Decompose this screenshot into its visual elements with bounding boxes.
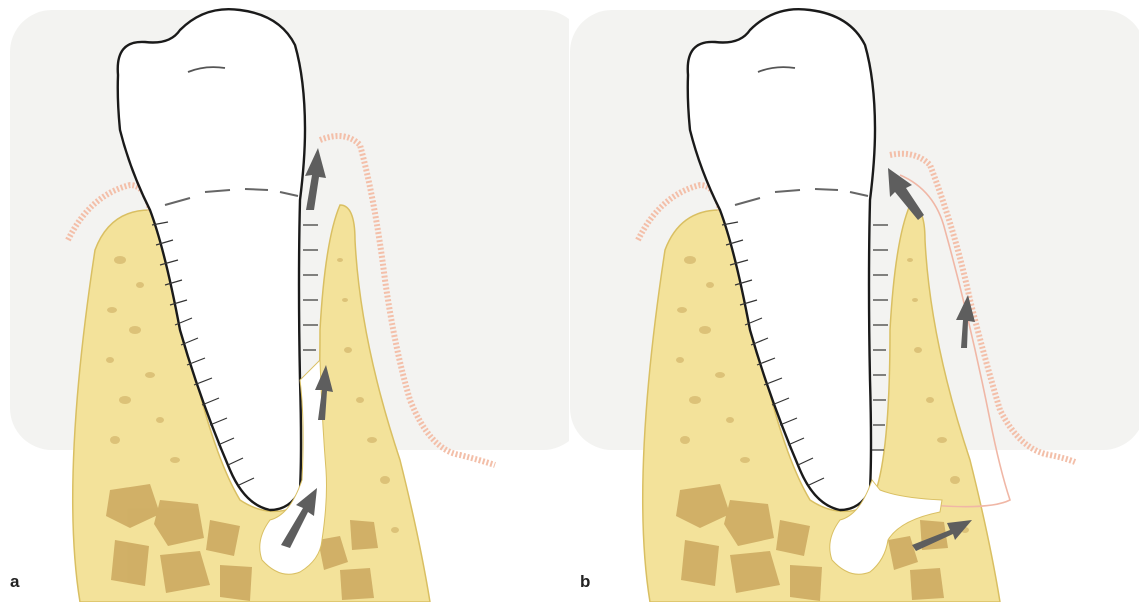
panel-label-a: a: [10, 572, 19, 592]
panel-a: a: [0, 0, 569, 602]
panel-b-illustration: [570, 0, 1139, 602]
panel-label-b: b: [580, 572, 590, 592]
panel-b: b: [570, 0, 1139, 602]
panel-a-illustration: [0, 0, 569, 602]
